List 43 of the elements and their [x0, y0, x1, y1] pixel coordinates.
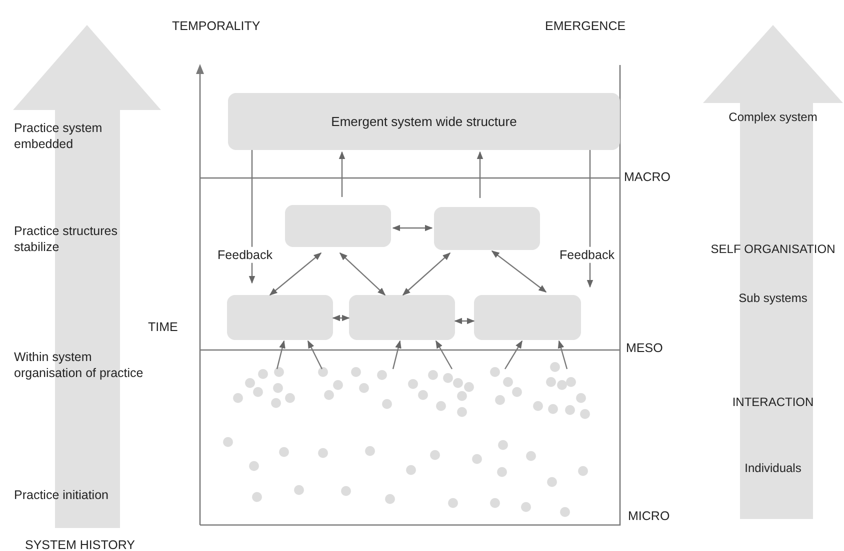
- arrow: [248, 150, 256, 284]
- arrow: [402, 252, 451, 296]
- stage-label: Sub systems: [738, 291, 808, 307]
- box-label: Emergent system wide structure: [331, 114, 517, 129]
- arrow: [504, 340, 523, 370]
- arrow: [276, 340, 286, 370]
- axis-caption: SYSTEM HISTORY: [25, 537, 135, 551]
- stage-label: Practice initiation: [14, 487, 110, 504]
- axis-title: TIME: [148, 319, 178, 336]
- stage-label: Complex system: [728, 110, 818, 126]
- arrow: [476, 151, 484, 198]
- stage-label: Practice structures stabilize: [14, 223, 119, 256]
- arrow: [435, 340, 453, 370]
- edge-label: Feedback: [216, 246, 274, 264]
- level-label: MICRO: [628, 508, 670, 524]
- subsystem-box: [349, 295, 455, 340]
- arrow: [454, 318, 475, 324]
- stage-label: Practice system embedded: [14, 120, 104, 152]
- axis-title: TEMPORALITY: [172, 18, 260, 34]
- arrow: [392, 224, 433, 232]
- level-label: MACRO: [624, 169, 671, 186]
- arrow: [586, 150, 594, 288]
- subsystem-box: [474, 295, 581, 340]
- subsystem-box: [285, 205, 391, 247]
- arrow: [332, 314, 350, 322]
- arrow: [392, 340, 402, 370]
- stage-label: SELF ORGANISATION: [710, 242, 836, 258]
- subsystem-box: [434, 207, 540, 250]
- arrow: [491, 250, 547, 292]
- structure-box: [228, 93, 620, 150]
- arrow: [338, 151, 346, 197]
- subsystem-box: [227, 295, 333, 340]
- arrow: [307, 340, 323, 370]
- arrow: [269, 252, 322, 296]
- arrow: [558, 340, 568, 370]
- edge-label: Feedback: [558, 246, 616, 264]
- stage-label: Within system organisation of practice: [14, 349, 144, 382]
- level-label: MESO: [626, 340, 663, 356]
- axis-title: EMERGENCE: [545, 18, 626, 34]
- progress-arrow: [703, 25, 843, 519]
- stage-label: Individuals: [744, 461, 802, 477]
- stage-label: INTERACTION: [731, 395, 815, 411]
- arrow: [339, 252, 386, 296]
